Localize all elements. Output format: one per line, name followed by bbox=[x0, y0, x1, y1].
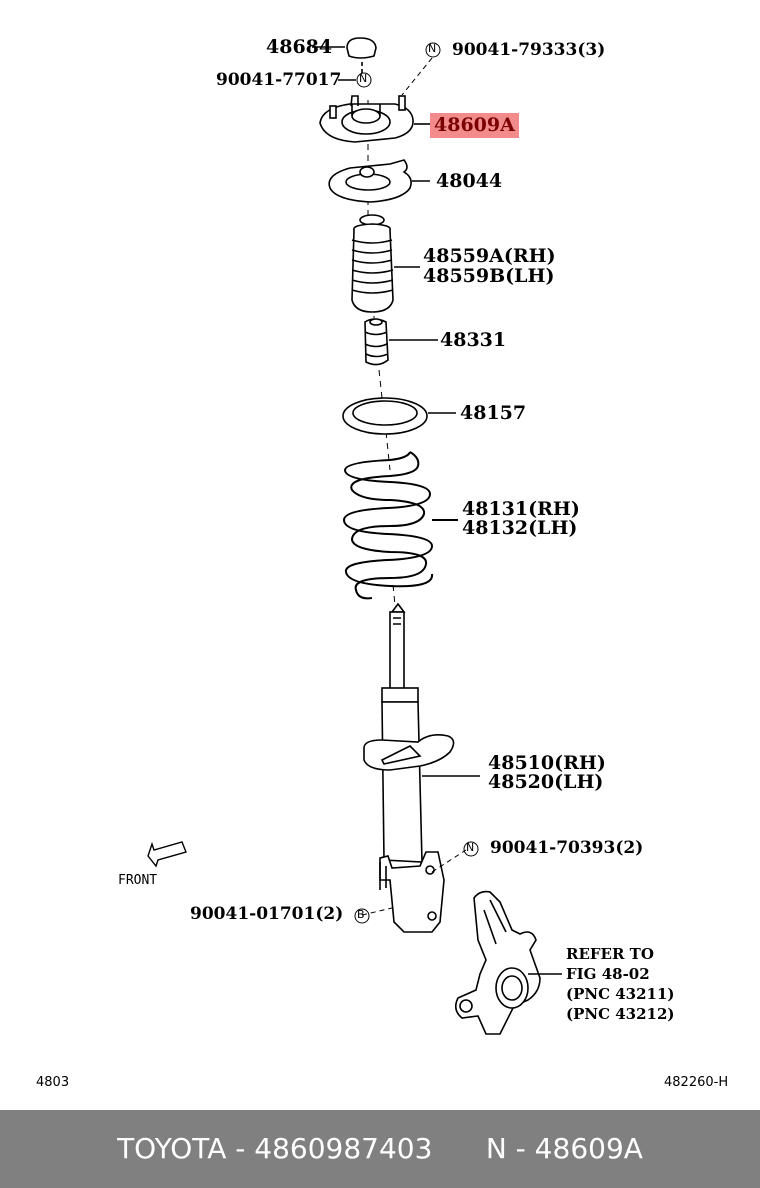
refer-line-1: REFER TO bbox=[566, 945, 654, 963]
label-48609A-highlighted[interactable]: 48609A bbox=[430, 113, 519, 138]
footer-bar: TOYOTA - 4860987403 N - 48609A bbox=[0, 1110, 760, 1188]
dust-boot-48559 bbox=[351, 214, 420, 313]
page-code-right: 482260-H bbox=[664, 1075, 729, 1090]
label-48684[interactable]: 48684 bbox=[266, 36, 333, 58]
label-48131[interactable]: 48131(RH) bbox=[462, 498, 580, 520]
front-arrow-icon bbox=[147, 841, 187, 868]
label-48520[interactable]: 48520(LH) bbox=[488, 771, 604, 793]
refer-line-2[interactable]: FIG 48-02 bbox=[566, 965, 650, 983]
spring-insulator-48157 bbox=[342, 397, 456, 435]
label-90041-79333[interactable]: 90041-79333(3) bbox=[452, 40, 606, 60]
steering-knuckle bbox=[454, 890, 562, 1035]
label-48044[interactable]: 48044 bbox=[436, 170, 503, 192]
front-label: FRONT bbox=[118, 873, 158, 888]
label-48559A[interactable]: 48559A(RH) bbox=[423, 245, 556, 267]
label-90041-77017[interactable]: 90041-77017 bbox=[216, 70, 342, 90]
footer-part-number: TOYOTA - 4860987403 N - 48609A bbox=[117, 1132, 643, 1165]
label-48331[interactable]: 48331 bbox=[440, 329, 507, 351]
label-48157[interactable]: 48157 bbox=[460, 402, 527, 424]
nut-90041-77017 bbox=[338, 62, 363, 81]
upper-spring-seat-48044 bbox=[328, 159, 430, 203]
coil-spring-48131 bbox=[342, 451, 458, 600]
label-48559B[interactable]: 48559B(LH) bbox=[423, 265, 555, 287]
page-code-left: 4803 bbox=[36, 1075, 70, 1090]
strut-assembly-diagram bbox=[147, 37, 562, 1035]
strut-mount-48609A bbox=[319, 95, 430, 143]
dust-cap-48684 bbox=[312, 37, 377, 59]
label-48132[interactable]: 48132(LH) bbox=[462, 517, 578, 539]
knuckle-bracket bbox=[361, 849, 467, 933]
shock-absorber-48510 bbox=[363, 602, 480, 863]
refer-line-3: (PNC 43211) bbox=[566, 985, 675, 1003]
n-marker: N bbox=[359, 72, 368, 85]
n-marker: N bbox=[428, 42, 437, 55]
label-90041-01701[interactable]: 90041-01701(2) bbox=[190, 904, 344, 924]
bound-stopper-48331 bbox=[364, 318, 438, 366]
n-marker: N bbox=[466, 841, 475, 854]
label-90041-70393[interactable]: 90041-70393(2) bbox=[490, 838, 644, 858]
b-marker: B bbox=[357, 908, 365, 921]
label-48510[interactable]: 48510(RH) bbox=[488, 752, 606, 774]
refer-line-4: (PNC 43212) bbox=[566, 1005, 675, 1023]
